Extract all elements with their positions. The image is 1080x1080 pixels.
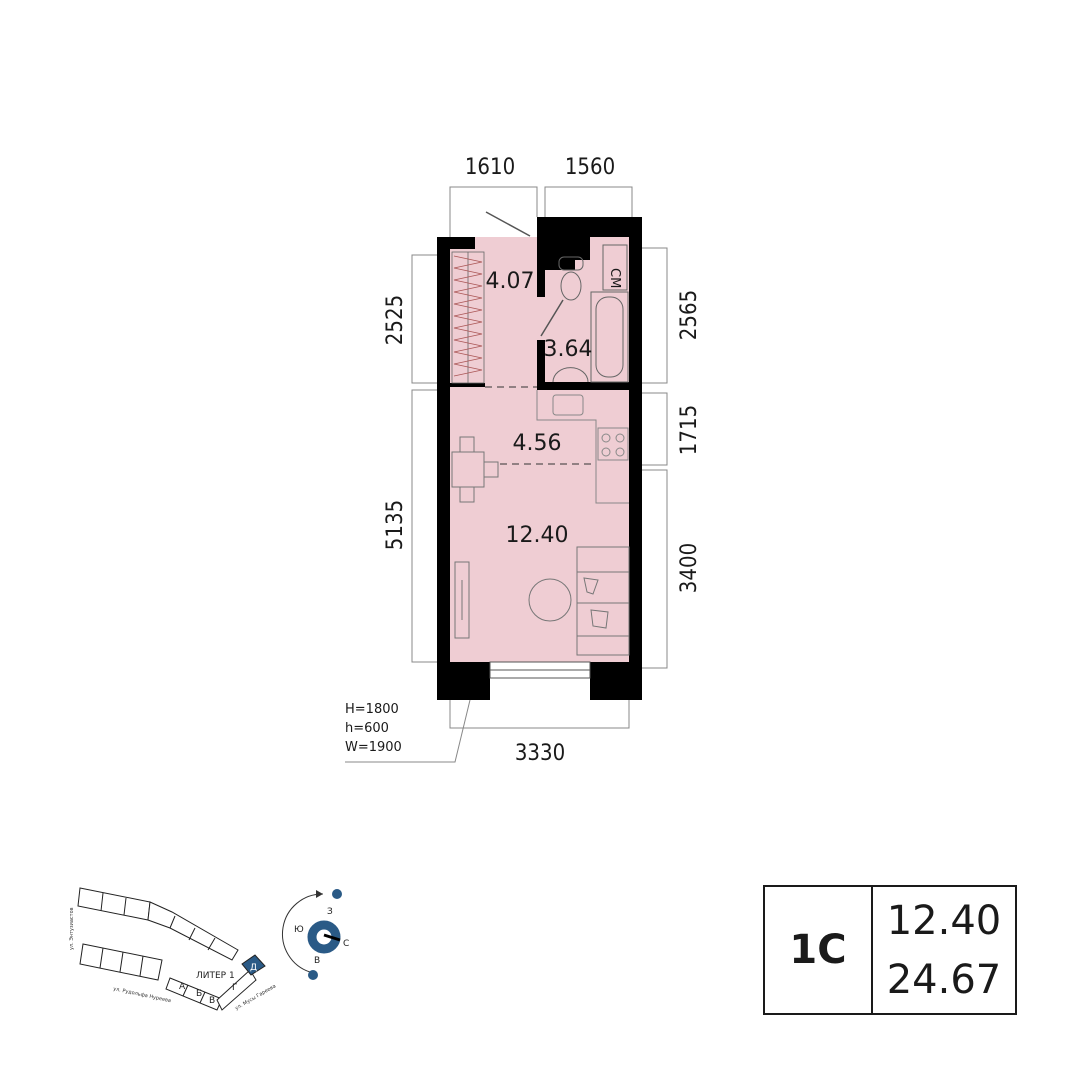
site-map bbox=[77, 887, 266, 1011]
dim-right-3: 3400 bbox=[677, 543, 702, 593]
section-b: Б bbox=[196, 989, 202, 999]
balcony-window bbox=[489, 661, 591, 679]
zone-dividers bbox=[485, 386, 596, 465]
wardrobe bbox=[451, 251, 485, 384]
compass-south: Ю bbox=[294, 925, 304, 935]
compass bbox=[282, 889, 342, 980]
apartment-type: 1С bbox=[765, 887, 873, 1013]
bathroom-fixtures bbox=[552, 244, 629, 383]
living-area: 12.40 bbox=[886, 897, 1002, 944]
doors bbox=[485, 211, 564, 337]
compass-east: В bbox=[314, 956, 320, 966]
area-living: 12.40 bbox=[506, 523, 569, 548]
dim-bottom: 3330 bbox=[515, 741, 565, 766]
window-h2: h=600 bbox=[345, 721, 389, 736]
window-h1: H=1800 bbox=[345, 702, 399, 717]
street-2: ул. Рудольфа Нуреева bbox=[113, 986, 172, 1004]
area-hall: 4.07 bbox=[486, 269, 535, 294]
total-area: 24.67 bbox=[886, 956, 1002, 1003]
compass-west: З bbox=[327, 907, 333, 917]
washer-label: СМ bbox=[607, 268, 622, 288]
dimension-lines bbox=[345, 186, 668, 763]
apartment-info-box: 1С 12.40 24.67 bbox=[763, 885, 1017, 1015]
dining-set bbox=[451, 436, 630, 656]
dim-left-bottom: 5135 bbox=[383, 500, 408, 550]
window-w: W=1900 bbox=[345, 740, 402, 755]
area-bath: 3.64 bbox=[544, 337, 593, 362]
section-v: В bbox=[209, 996, 215, 1006]
compass-north: С bbox=[343, 939, 349, 949]
dim-top-right: 1560 bbox=[565, 155, 615, 180]
dim-top-left: 1610 bbox=[465, 155, 515, 180]
dim-right-1: 2565 bbox=[677, 290, 702, 340]
kitchen-counter bbox=[536, 390, 629, 504]
liter-label: ЛИТЕР 1 bbox=[196, 971, 235, 981]
section-a: А bbox=[179, 982, 186, 992]
area-kitchen: 4.56 bbox=[513, 431, 562, 456]
walls bbox=[437, 217, 642, 700]
floor-fill bbox=[450, 237, 629, 662]
section-d: Д bbox=[250, 963, 257, 973]
dim-right-2: 1715 bbox=[677, 405, 702, 455]
dim-left-top: 2525 bbox=[383, 295, 408, 345]
street-1: ул. Энтузиастов bbox=[69, 907, 75, 950]
section-g: Г bbox=[232, 983, 238, 993]
